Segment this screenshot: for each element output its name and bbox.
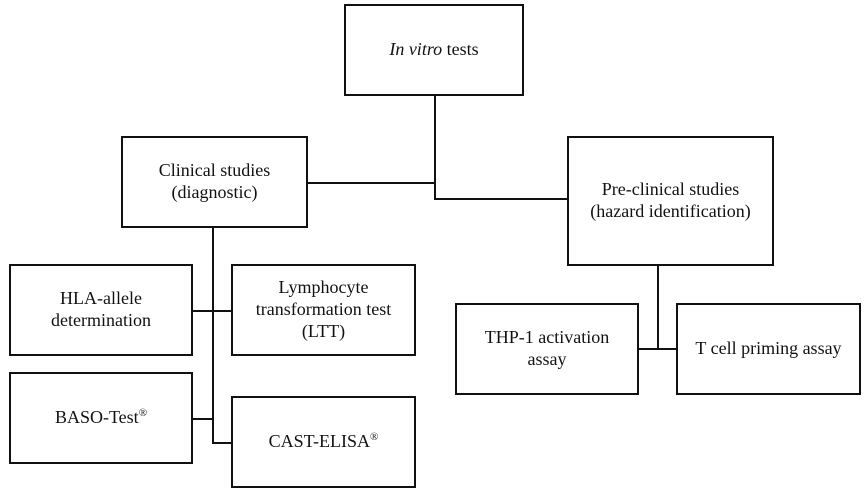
registered-mark: ®	[138, 407, 148, 420]
clinical-studies-line2: (diagnostic)	[171, 182, 258, 202]
baso-test-label: BASO-Test®	[55, 407, 147, 429]
thp1-activation-label: THP-1 activation assay	[485, 327, 609, 371]
connector-thp1-tcell	[639, 348, 676, 350]
t-cell-priming-node: T cell priming assay	[676, 303, 861, 395]
thp1-line1: THP-1 activation	[484, 327, 610, 348]
lymphocyte-transformation-node: Lymphocyte transformation test (LTT)	[231, 264, 416, 356]
t-cell-priming-label: T cell priming assay	[695, 338, 842, 359]
clinical-studies-node: Clinical studies (diagnostic)	[121, 136, 308, 228]
connector-preclinical-down	[657, 266, 659, 350]
baso-test-node: BASO-Test®	[9, 372, 193, 464]
connector-clinical-to-preclinical	[308, 182, 434, 184]
preclinical-studies-node: Pre-clinical studies (hazard identificat…	[567, 136, 774, 266]
hla-allele-label: HLA-allele determination	[51, 288, 151, 332]
clinical-studies-label: Clinical studies (diagnostic)	[159, 160, 271, 204]
preclinical-studies-line2: (hazard identification)	[590, 201, 751, 221]
connector-clinical-down	[212, 228, 214, 444]
thp1-activation-node: THP-1 activation assay	[455, 303, 639, 395]
hla-allele-line2: determination	[51, 310, 151, 330]
ltt-line3: (LTT)	[301, 320, 346, 341]
preclinical-studies-label: Pre-clinical studies (hazard identificat…	[590, 179, 750, 223]
ltt-line1: Lymphocyte	[278, 277, 369, 298]
baso-test-text: BASO-Test	[54, 407, 139, 428]
preclinical-studies-line1: Pre-clinical studies	[601, 179, 740, 200]
registered-mark: ®	[370, 431, 379, 444]
root-node-label-italic: In vitro	[389, 39, 443, 60]
connector-cast	[212, 442, 231, 444]
ltt-line2: transformation test	[255, 299, 392, 320]
thp1-line2: assay	[527, 349, 567, 369]
hla-allele-line1: HLA-allele	[60, 288, 142, 309]
cast-elisa-label: CAST-ELISA®	[269, 431, 379, 453]
lymphocyte-transformation-label: Lymphocyte transformation test (LTT)	[256, 277, 391, 343]
root-node-label: In vitro tests	[389, 39, 478, 61]
cast-elisa-node: CAST-ELISA®	[231, 396, 416, 488]
connector-hla-ltt	[193, 310, 231, 312]
hla-allele-node: HLA-allele determination	[9, 264, 193, 356]
connector-root-down	[434, 96, 436, 184]
root-node-in-vitro-tests: In vitro tests	[344, 4, 524, 96]
connector-baso	[193, 418, 213, 420]
clinical-studies-line1: Clinical studies	[158, 160, 271, 181]
root-node-label-rest: tests	[442, 39, 479, 60]
connector-trunk-to-preclinical	[434, 198, 567, 200]
connector-root-trunk-lower	[434, 182, 436, 200]
cast-elisa-text: CAST-ELISA	[268, 431, 370, 452]
